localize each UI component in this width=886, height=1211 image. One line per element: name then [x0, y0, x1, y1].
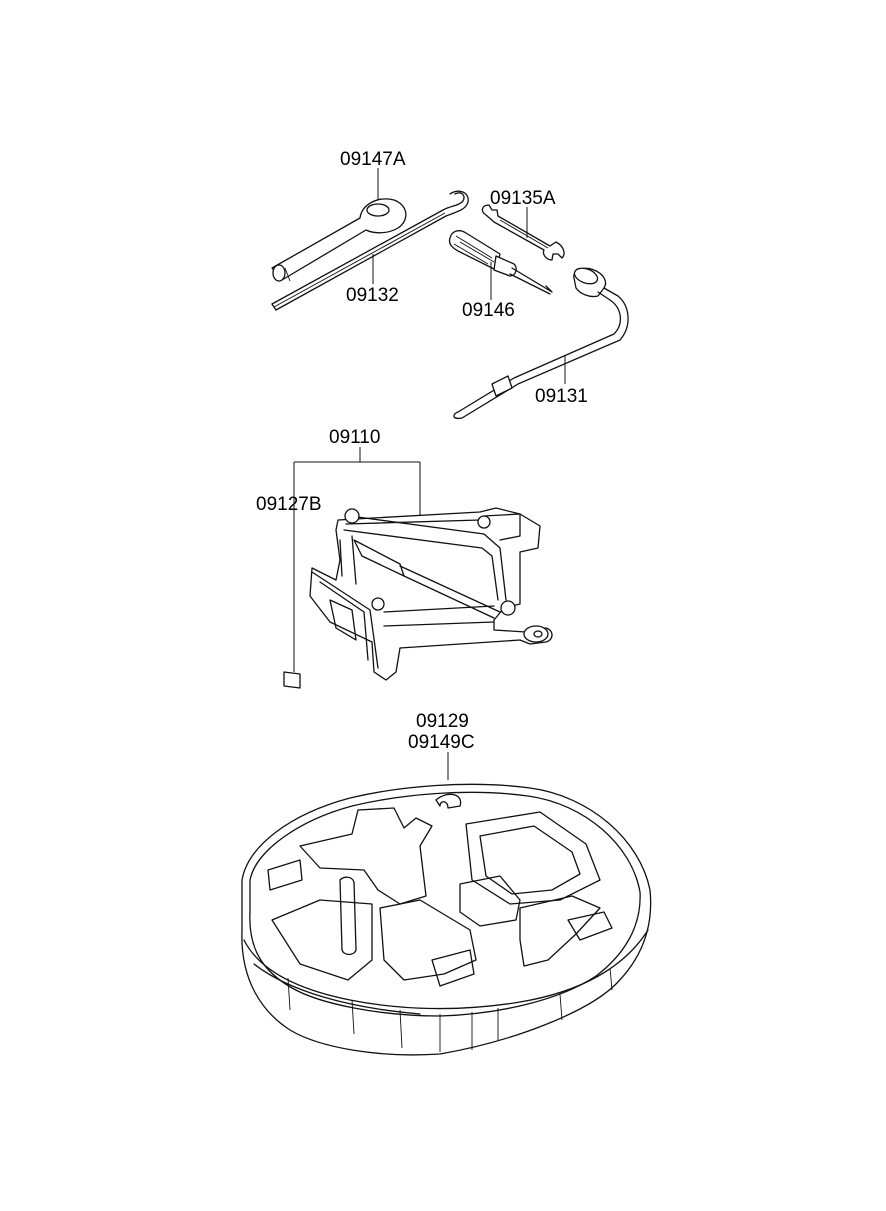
label-09127B: 09127B — [256, 494, 322, 515]
leader-09110 — [293, 447, 421, 672]
label-09110: 09110 — [329, 427, 380, 448]
label-09129: 09129 — [416, 711, 469, 732]
label-09146: 09146 — [462, 300, 515, 321]
label-09149C: 09149C — [408, 732, 475, 753]
label-09132: 09132 — [346, 285, 399, 306]
lug-wrench-drawing — [453, 267, 629, 420]
label-09131: 09131 — [535, 386, 588, 407]
tool-tray-drawing — [241, 783, 652, 1056]
label-09147A: 09147A — [340, 149, 406, 170]
screwdriver-drawing — [448, 230, 553, 295]
label-09135A: 09135A — [490, 188, 556, 209]
scissor-jack-drawing — [309, 507, 553, 681]
jack-label-tag — [283, 671, 301, 689]
spanner-drawing — [481, 204, 565, 261]
ring-wrench-drawing — [271, 198, 407, 282]
extension-rod-drawing — [271, 190, 469, 311]
